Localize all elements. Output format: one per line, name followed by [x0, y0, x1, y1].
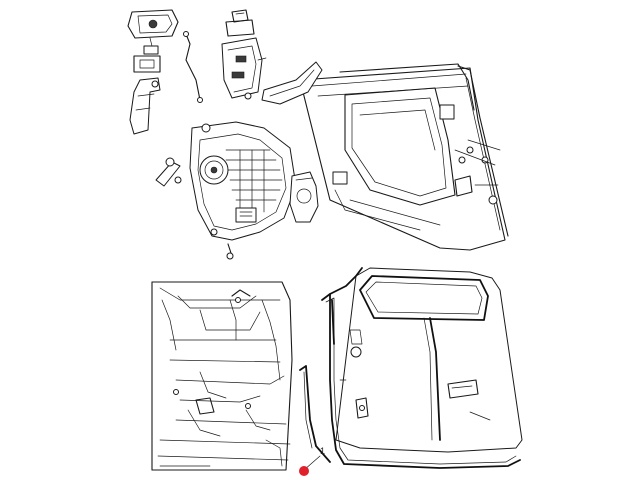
callout-label: 1: [320, 446, 325, 456]
door-latch-module: [221, 37, 267, 100]
linkage-rods: [183, 31, 203, 103]
callout-marker-dot: [299, 466, 309, 476]
lock-cylinder: [225, 9, 255, 37]
door-frame-outline: [299, 63, 509, 251]
weather-shield: [261, 61, 323, 105]
window-regulator-motor: [189, 121, 297, 260]
inner-handle-assembly: [127, 9, 179, 55]
callout-1: 1: [299, 446, 325, 476]
window-regulator-gear: [289, 171, 319, 223]
handle-rod-lever: [155, 157, 182, 187]
vehicle-body-opening: [151, 281, 293, 471]
small-clip: [133, 55, 161, 73]
door-weatherstrip-seal: [299, 267, 521, 469]
door-with-window-frame: [335, 267, 523, 453]
outer-handle-bracket: [129, 77, 161, 135]
